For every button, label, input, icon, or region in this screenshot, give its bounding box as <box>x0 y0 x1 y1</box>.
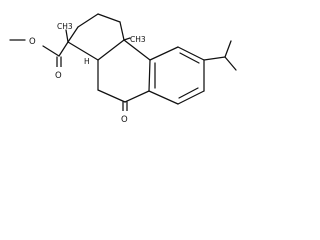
bond-ar-c4b-c5 <box>149 46 179 61</box>
bond-c1-c2 <box>67 26 79 43</box>
chemical-structure: O O O CH3 CH3 H <box>9 13 237 125</box>
bond-isopropyl-me1 <box>224 40 232 58</box>
bond-c8a-c9 <box>124 90 150 103</box>
bond-ar-inner-2 <box>178 87 199 99</box>
bond-c2-c3 <box>77 13 99 28</box>
ester-carbonyl-oxygen-label: O <box>55 71 62 81</box>
bond-o-c <box>42 45 60 57</box>
bond-c7-isopropyl <box>203 56 226 61</box>
bond-ar-inner-1 <box>179 52 200 64</box>
bond-ar-c7-c8 <box>177 90 205 105</box>
bond-c10a-c1 <box>67 41 99 61</box>
ester-oxygen-label: O <box>29 37 36 47</box>
bond-c9-c10 <box>97 89 126 103</box>
bond-ester-c-to-c1 <box>58 41 69 57</box>
bond-c4a-methyl <box>123 37 131 41</box>
ester-oxygen-bg <box>26 33 40 47</box>
bond-c4-c4a <box>119 21 125 41</box>
bond-c4a-c4b <box>123 39 151 61</box>
bond-ar-c5-c6 <box>177 46 205 61</box>
bond-isopropyl-me2 <box>224 56 237 71</box>
bond-c4a-c10a <box>97 39 125 61</box>
stereo-h-label: H <box>84 57 90 66</box>
bond-c1-methyl <box>65 29 69 43</box>
ketone-oxygen-label: O <box>121 115 128 125</box>
c1-methyl-label: CH3 <box>57 22 73 31</box>
bond-c3-c4 <box>97 13 121 23</box>
c4a-methyl-label: CH3 <box>130 35 146 44</box>
ester-carbonyl-oxygen-bg <box>52 67 66 81</box>
bond-ar-c8-c8a <box>148 90 179 105</box>
bond-c4b-c8a <box>148 59 151 92</box>
ketone-oxygen-bg <box>118 111 132 125</box>
